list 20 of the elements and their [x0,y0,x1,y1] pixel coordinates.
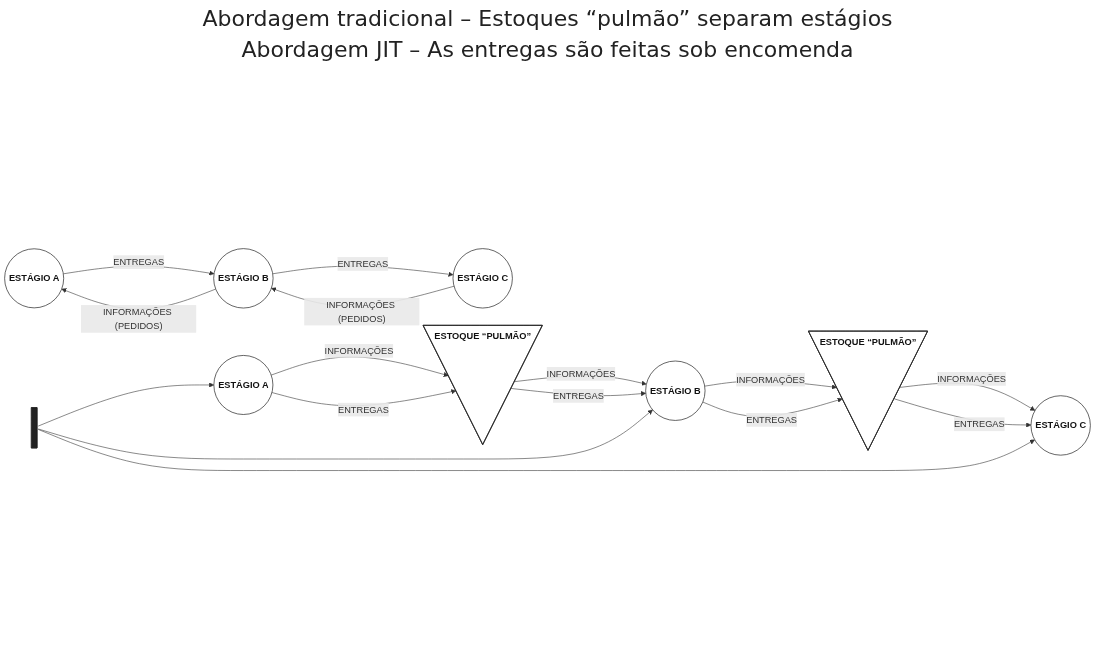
edge-label: INFORMAÇÕES (PEDIDOS) [326,299,395,324]
section-heading: Abordagem JIT – As entregas são feitas sob encomenda [240,37,855,62]
edge-label: INFORMAÇÕES [937,373,1006,384]
edge-label: INFORMAÇÕES (PEDIDOS) [103,306,172,331]
edge-label: INFORMAÇÕES [546,368,616,379]
edge-label: ENTREGAS [953,419,1005,429]
edge-label: ENTREGAS [338,404,389,415]
edge-label: ENTREGAS [553,390,604,401]
node-circle: ESTÁGIO C [1030,395,1091,456]
edge-label: ENTREGAS [746,414,797,425]
diagram-title: Abordagem tradicional – Estoques “pulmão” separam estágios [202,6,893,31]
node-circle: ESTÁGIO A [4,248,65,309]
node-circle: ESTÁGIO A [213,355,274,415]
node-circle: ESTÁGIO B [213,248,274,309]
edge-label: INFORMAÇÕES [324,345,394,356]
edge-label: INFORMAÇÕES [736,374,805,385]
node-circle: ESTÁGIO B [645,360,706,421]
edge-label: ENTREGAS [113,256,165,267]
edge-label: ENTREGAS [337,258,389,269]
node-circle: ESTÁGIO C [452,248,513,309]
